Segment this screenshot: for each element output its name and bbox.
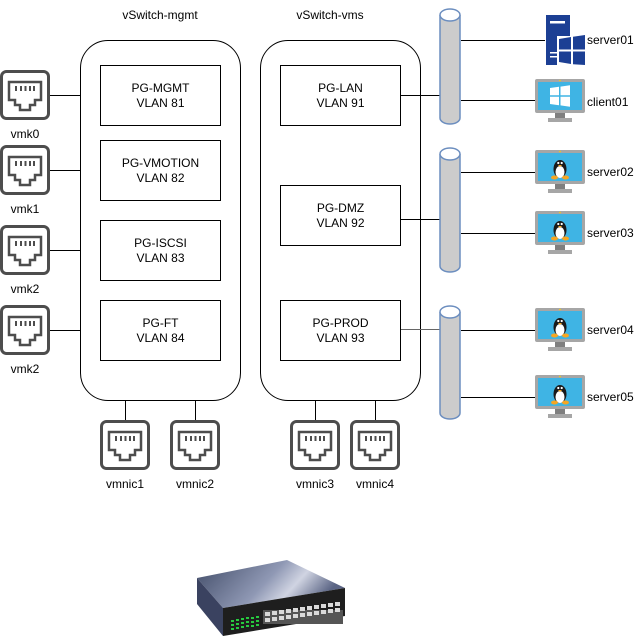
connector-line: [461, 40, 545, 41]
connector-line: [401, 95, 440, 96]
vmnic-label: vmnic3: [295, 477, 334, 491]
connector-line: [461, 233, 535, 234]
vmk-label: vmk2: [10, 282, 40, 296]
host-label: client01: [587, 95, 629, 109]
vmnic-label: vmnic4: [355, 477, 394, 491]
portgroup-name: PG-MGMT: [131, 80, 190, 95]
network-segment-cylinder-icon[interactable]: [439, 147, 461, 273]
connector-line: [401, 219, 440, 220]
connector-line: [195, 400, 196, 420]
linux-monitor-icon[interactable]: [534, 149, 586, 195]
vmk-label: vmk0: [10, 127, 40, 141]
ethernet-port-icon[interactable]: [0, 70, 50, 120]
portgroup-pg-dmz[interactable]: PG-DMZ VLAN 92: [280, 185, 401, 246]
connector-line: [461, 330, 535, 331]
host-label: server05: [587, 390, 634, 404]
portgroup-name: PG-LAN: [318, 80, 363, 95]
portgroup-name: PG-PROD: [312, 315, 369, 330]
portgroup-vlan: VLAN 81: [136, 95, 185, 110]
ethernet-port-icon[interactable]: [0, 305, 50, 355]
ethernet-port-icon[interactable]: [100, 420, 150, 470]
portgroup-pg-lan[interactable]: PG-LAN VLAN 91: [280, 65, 401, 126]
vmk-label: vmk2: [10, 362, 40, 376]
portgroup-vlan: VLAN 83: [136, 250, 185, 265]
portgroup-vlan: VLAN 93: [316, 330, 365, 345]
connector-line: [461, 172, 535, 173]
portgroup-name: PG-FT: [142, 315, 179, 330]
network-segment-cylinder-icon[interactable]: [439, 8, 461, 125]
portgroup-vlan: VLAN 84: [136, 330, 185, 345]
ethernet-port-icon[interactable]: [0, 145, 50, 195]
ethernet-port-icon[interactable]: [350, 420, 400, 470]
vmk-label: vmk1: [10, 202, 40, 216]
vswitch-mgmt-title: vSwitch-mgmt: [122, 8, 198, 22]
vswitch-vms-title: vSwitch-vms: [296, 8, 364, 22]
vmnic-label: vmnic2: [175, 477, 214, 491]
portgroup-pg-iscsi[interactable]: PG-ISCSI VLAN 83: [100, 220, 221, 281]
portgroup-name: PG-ISCSI: [134, 235, 187, 250]
portgroup-vlan: VLAN 82: [136, 170, 185, 185]
connector-line: [401, 329, 440, 330]
ethernet-port-icon[interactable]: [0, 225, 50, 275]
connector-line: [461, 100, 535, 101]
ethernet-port-icon[interactable]: [170, 420, 220, 470]
linux-monitor-icon[interactable]: [534, 374, 586, 420]
portgroup-vlan: VLAN 91: [316, 95, 365, 110]
linux-monitor-icon[interactable]: [534, 307, 586, 353]
portgroup-name: PG-DMZ: [316, 200, 365, 215]
portgroup-pg-mgmt[interactable]: PG-MGMT VLAN 81: [100, 65, 221, 126]
portgroup-name: PG-VMOTION: [121, 155, 200, 170]
portgroup-pg-vmotion[interactable]: PG-VMOTION VLAN 82: [100, 140, 221, 201]
network-segment-cylinder-icon[interactable]: [439, 305, 461, 420]
connector-line: [461, 397, 535, 398]
ethernet-port-icon[interactable]: [290, 420, 340, 470]
portgroup-vlan: VLAN 92: [316, 215, 365, 230]
portgroup-pg-ft[interactable]: PG-FT VLAN 84: [100, 300, 221, 361]
host-label: server03: [587, 226, 634, 240]
connector-line: [50, 95, 80, 96]
connector-line: [125, 400, 126, 420]
network-switch-icon[interactable]: [195, 558, 347, 640]
portgroup-pg-prod[interactable]: PG-PROD VLAN 93: [280, 300, 401, 361]
connector-line: [315, 400, 316, 420]
vmnic-label: vmnic1: [105, 477, 144, 491]
host-label: server04: [587, 323, 634, 337]
connector-line: [50, 170, 80, 171]
connector-line: [50, 330, 80, 331]
host-label: server01: [587, 33, 634, 47]
windows-monitor-icon[interactable]: [534, 78, 586, 124]
host-label: server02: [587, 165, 634, 179]
connector-line: [375, 400, 376, 420]
windows-server-icon[interactable]: [545, 14, 587, 66]
linux-monitor-icon[interactable]: [534, 210, 586, 256]
connector-line: [50, 250, 80, 251]
